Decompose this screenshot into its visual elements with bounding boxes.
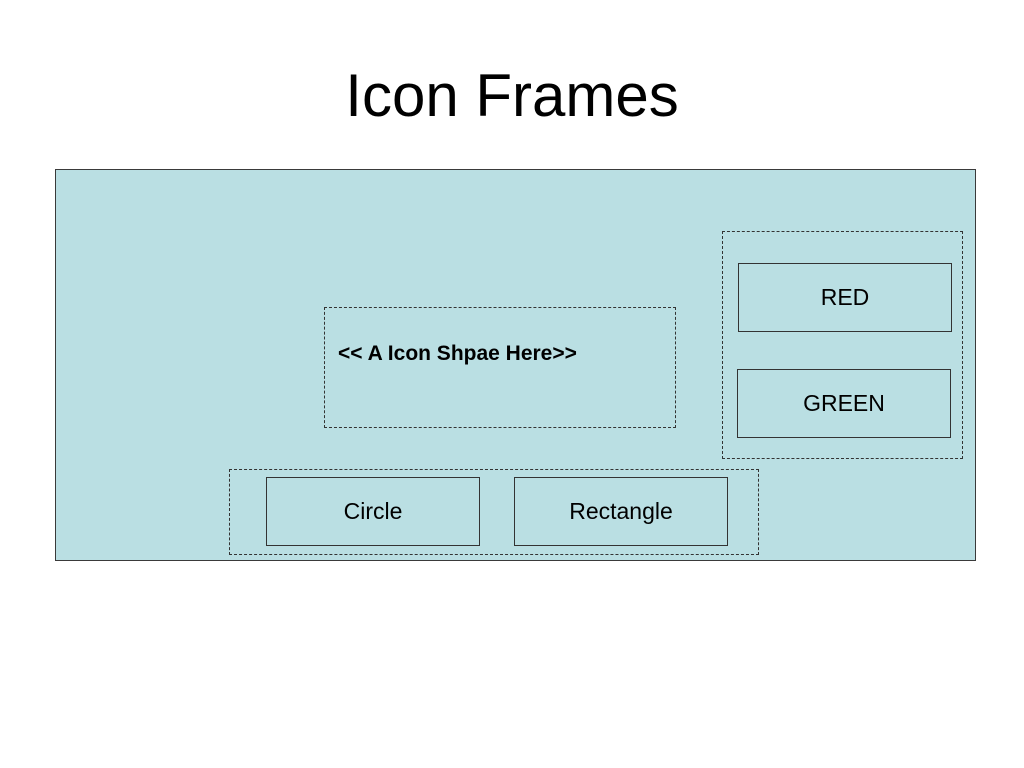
rectangle-button[interactable]: Rectangle <box>514 477 728 546</box>
green-button[interactable]: GREEN <box>737 369 951 438</box>
color-button-group: RED GREEN <box>722 231 963 459</box>
circle-button[interactable]: Circle <box>266 477 480 546</box>
icon-display-area: << A Icon Shpae Here>> <box>324 307 676 428</box>
red-button[interactable]: RED <box>738 263 952 332</box>
icon-frame-window: << A Icon Shpae Here>> RED GREEN Circle … <box>55 169 976 561</box>
page-title: Icon Frames <box>345 62 679 129</box>
shape-button-group: Circle Rectangle <box>229 469 759 555</box>
icon-placeholder-text: << A Icon Shpae Here>> <box>338 342 577 365</box>
